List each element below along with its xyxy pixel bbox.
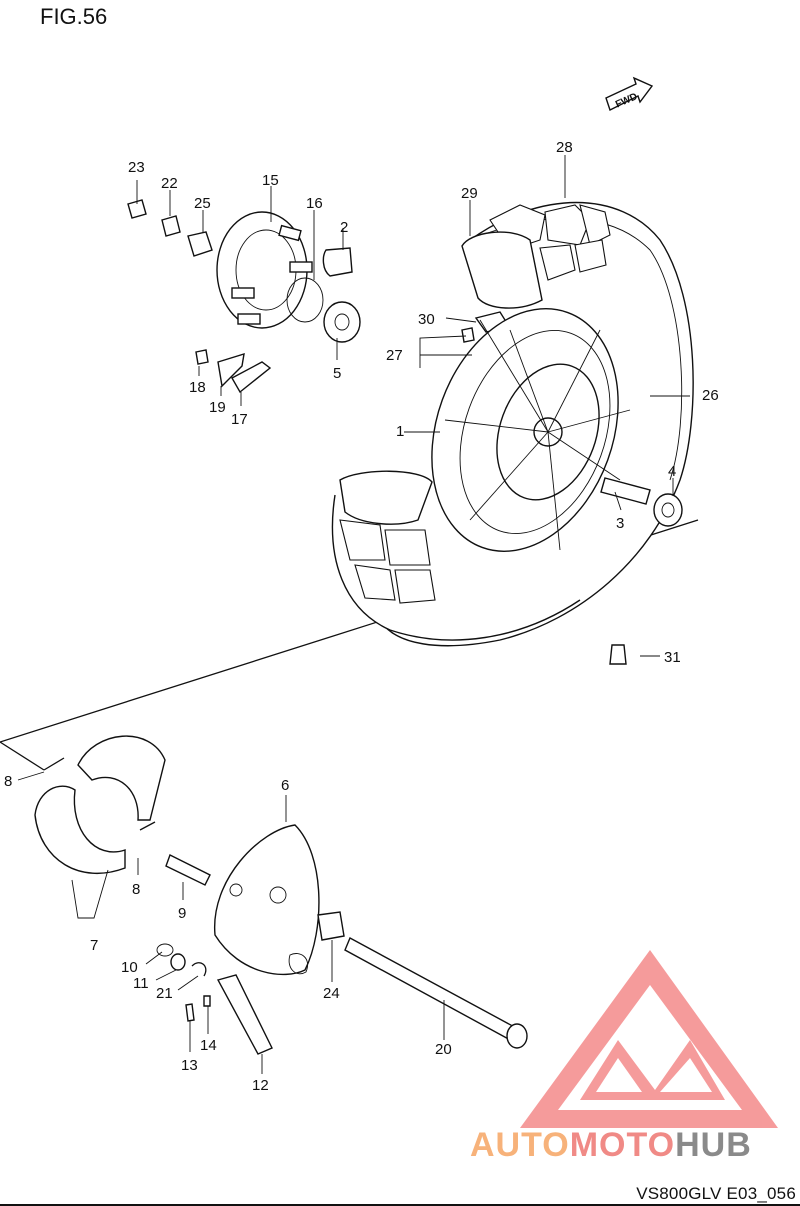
bearing-5 xyxy=(323,301,361,343)
leader-lines xyxy=(17,155,690,1074)
axle-spacer xyxy=(600,477,651,505)
spacer-2 xyxy=(322,247,353,277)
collar-24 xyxy=(317,911,345,941)
rear-axle xyxy=(344,937,521,1043)
brake-shoes xyxy=(34,735,166,874)
cam-shaft xyxy=(165,854,211,886)
balance-weight xyxy=(609,644,627,665)
callout-9: 9 xyxy=(178,905,186,922)
collar-25 xyxy=(187,231,213,257)
callout-31: 31 xyxy=(664,649,681,666)
watermark-word-auto: AUTO xyxy=(470,1126,570,1164)
callout-labels: 1 2 3 4 5 6 7 8 8 9 10 11 12 13 14 15 16… xyxy=(4,139,719,1094)
callout-2: 2 xyxy=(340,219,348,236)
spring-8b xyxy=(139,821,156,831)
nut-14 xyxy=(203,995,211,1007)
callout-1: 1 xyxy=(396,423,404,440)
valve-27 xyxy=(461,327,475,343)
callout-11: 11 xyxy=(133,975,149,992)
brake-panel xyxy=(214,824,320,976)
nut-22 xyxy=(161,215,181,237)
callout-17: 17 xyxy=(231,411,248,428)
figure-code: VS800GLV E03_056 xyxy=(636,1184,796,1203)
callout-7: 7 xyxy=(90,937,98,954)
callout-16: 16 xyxy=(306,195,323,212)
watermark-logo xyxy=(520,950,778,1128)
watermark-word-hub: HUB xyxy=(675,1126,752,1164)
watermark-text: AUTOMOTOHUB xyxy=(470,1126,752,1164)
bottom-rule xyxy=(0,1204,800,1206)
callout-30: 30 xyxy=(418,311,435,328)
callout-8b: 8 xyxy=(132,881,140,898)
wheel-rim xyxy=(431,308,631,552)
callout-18: 18 xyxy=(189,379,206,396)
oring-21 xyxy=(191,962,207,977)
callout-28: 28 xyxy=(556,139,573,156)
callout-21: 21 xyxy=(156,985,173,1002)
bearing-right xyxy=(653,493,683,527)
callout-6: 6 xyxy=(281,777,289,794)
callout-22: 22 xyxy=(161,175,178,192)
washer-17 xyxy=(231,361,272,394)
callout-15: 15 xyxy=(262,172,279,189)
hub-drum xyxy=(216,211,313,329)
callout-10: 10 xyxy=(121,959,138,976)
washer-10 xyxy=(156,943,174,957)
brake-cam-lever xyxy=(216,974,273,1055)
inner-tube xyxy=(339,231,543,525)
figure-title: FIG.56 xyxy=(40,4,108,29)
callout-20: 20 xyxy=(435,1041,452,1058)
callout-14: 14 xyxy=(200,1037,217,1054)
callout-4: 4 xyxy=(668,463,676,480)
callout-27: 27 xyxy=(386,347,403,364)
callout-19: 19 xyxy=(209,399,226,416)
bolt-13 xyxy=(185,1003,195,1022)
fwd-arrow: FWD xyxy=(605,76,654,111)
callout-13: 13 xyxy=(181,1057,198,1074)
bolt-18 xyxy=(195,349,209,365)
callout-25: 25 xyxy=(194,195,211,212)
o-ring xyxy=(286,277,324,323)
callout-3: 3 xyxy=(616,515,624,532)
callout-12: 12 xyxy=(252,1077,269,1094)
indicator-11 xyxy=(170,953,186,971)
callout-29: 29 xyxy=(461,185,478,202)
spring-8a xyxy=(43,757,65,771)
callout-26: 26 xyxy=(702,387,719,404)
callout-24: 24 xyxy=(323,985,340,1002)
watermark-word-moto: MOTO xyxy=(570,1126,675,1164)
callout-8a: 8 xyxy=(4,773,12,790)
callout-23: 23 xyxy=(128,159,145,176)
callout-5: 5 xyxy=(333,365,341,382)
lock-washer-19 xyxy=(217,352,245,388)
